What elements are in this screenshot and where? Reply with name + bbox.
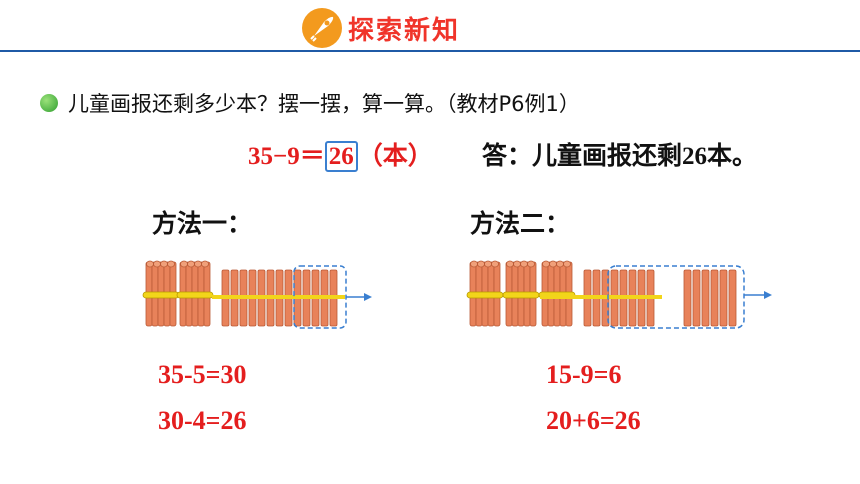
- bundle-band: [176, 291, 214, 299]
- bundle-stick-top: [506, 260, 514, 268]
- rocket-icon: [302, 8, 342, 48]
- equation-answer: 26: [324, 141, 358, 172]
- single-stick: [701, 269, 710, 327]
- equation: 35−9＝26（本）: [248, 136, 433, 172]
- single-stick: [692, 269, 701, 327]
- bundle-stick-top: [470, 260, 478, 268]
- bundle-stick-top: [491, 260, 499, 268]
- bundle-stick-top: [542, 260, 550, 268]
- arrow-icon: [364, 293, 372, 301]
- bundle-band: [502, 291, 540, 299]
- method2-title: 方法二：: [470, 211, 571, 238]
- arrow-icon: [764, 291, 772, 299]
- method2-step-2: 20+6=26: [546, 406, 641, 435]
- method1-step-2: 30-4=26: [158, 406, 247, 435]
- single-stick: [728, 269, 737, 327]
- single-stick: [683, 269, 692, 327]
- bundle-stick-top: [556, 260, 564, 268]
- bundle-stick-top: [194, 260, 202, 268]
- bullet-icon: [40, 94, 58, 112]
- bundle-stick-top: [160, 260, 168, 268]
- method1-title: 方法一：: [152, 211, 253, 238]
- method2-step-1: 15-9=6: [546, 360, 622, 389]
- bundle-stick-top: [187, 260, 195, 268]
- header-line: [0, 50, 860, 52]
- bundle-stick-top: [527, 260, 535, 268]
- single-stick: [710, 269, 719, 327]
- method1-step-1: 35-5=30: [158, 360, 247, 389]
- bundle-stick-top: [201, 260, 209, 268]
- bundle-stick-top: [477, 260, 485, 268]
- bundle-stick-top: [180, 260, 188, 268]
- equation-left: 35−9＝: [248, 143, 325, 170]
- bundle-stick-top: [153, 260, 161, 268]
- single-stick: [719, 269, 728, 327]
- bundle-band: [466, 291, 504, 299]
- bundle-stick-top: [549, 260, 557, 268]
- highlight-box: [607, 265, 745, 329]
- question-text: 儿童画报还剩多少本？摆一摆，算一算。（教材P6例1）: [68, 92, 580, 116]
- bundle-band: [142, 291, 180, 299]
- answer-text: 答：儿童画报还剩26本。: [482, 143, 758, 170]
- bundle-stick-top: [563, 260, 571, 268]
- bundle-stick-top: [513, 260, 521, 268]
- bundle-stick-top: [146, 260, 154, 268]
- bundle-stick-top: [167, 260, 175, 268]
- bundle-stick-top: [484, 260, 492, 268]
- equation-unit: （本）: [357, 143, 433, 170]
- header-title: 探索新知: [348, 16, 461, 46]
- bundle-stick-top: [520, 260, 528, 268]
